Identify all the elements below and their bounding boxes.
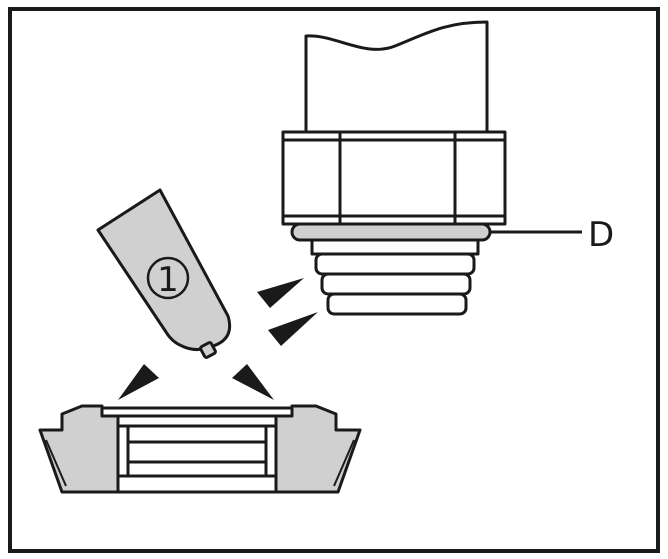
sensor	[281, 20, 507, 316]
arrow-thread-lower	[268, 312, 318, 346]
seal-label: D	[588, 215, 614, 255]
arrow-port-right	[232, 364, 274, 400]
arrow-port-left	[118, 364, 159, 400]
tube-nozzle	[199, 341, 217, 359]
step-number: 1	[157, 260, 179, 300]
threaded-port	[38, 404, 362, 494]
hex-nut	[281, 130, 507, 226]
arrow-thread-upper	[257, 278, 304, 308]
application-arrows	[118, 278, 318, 400]
seal-ring	[290, 222, 492, 242]
sensor-thread	[310, 238, 480, 256]
sensor-shaft	[304, 20, 489, 132]
step-number-circle	[146, 256, 190, 300]
